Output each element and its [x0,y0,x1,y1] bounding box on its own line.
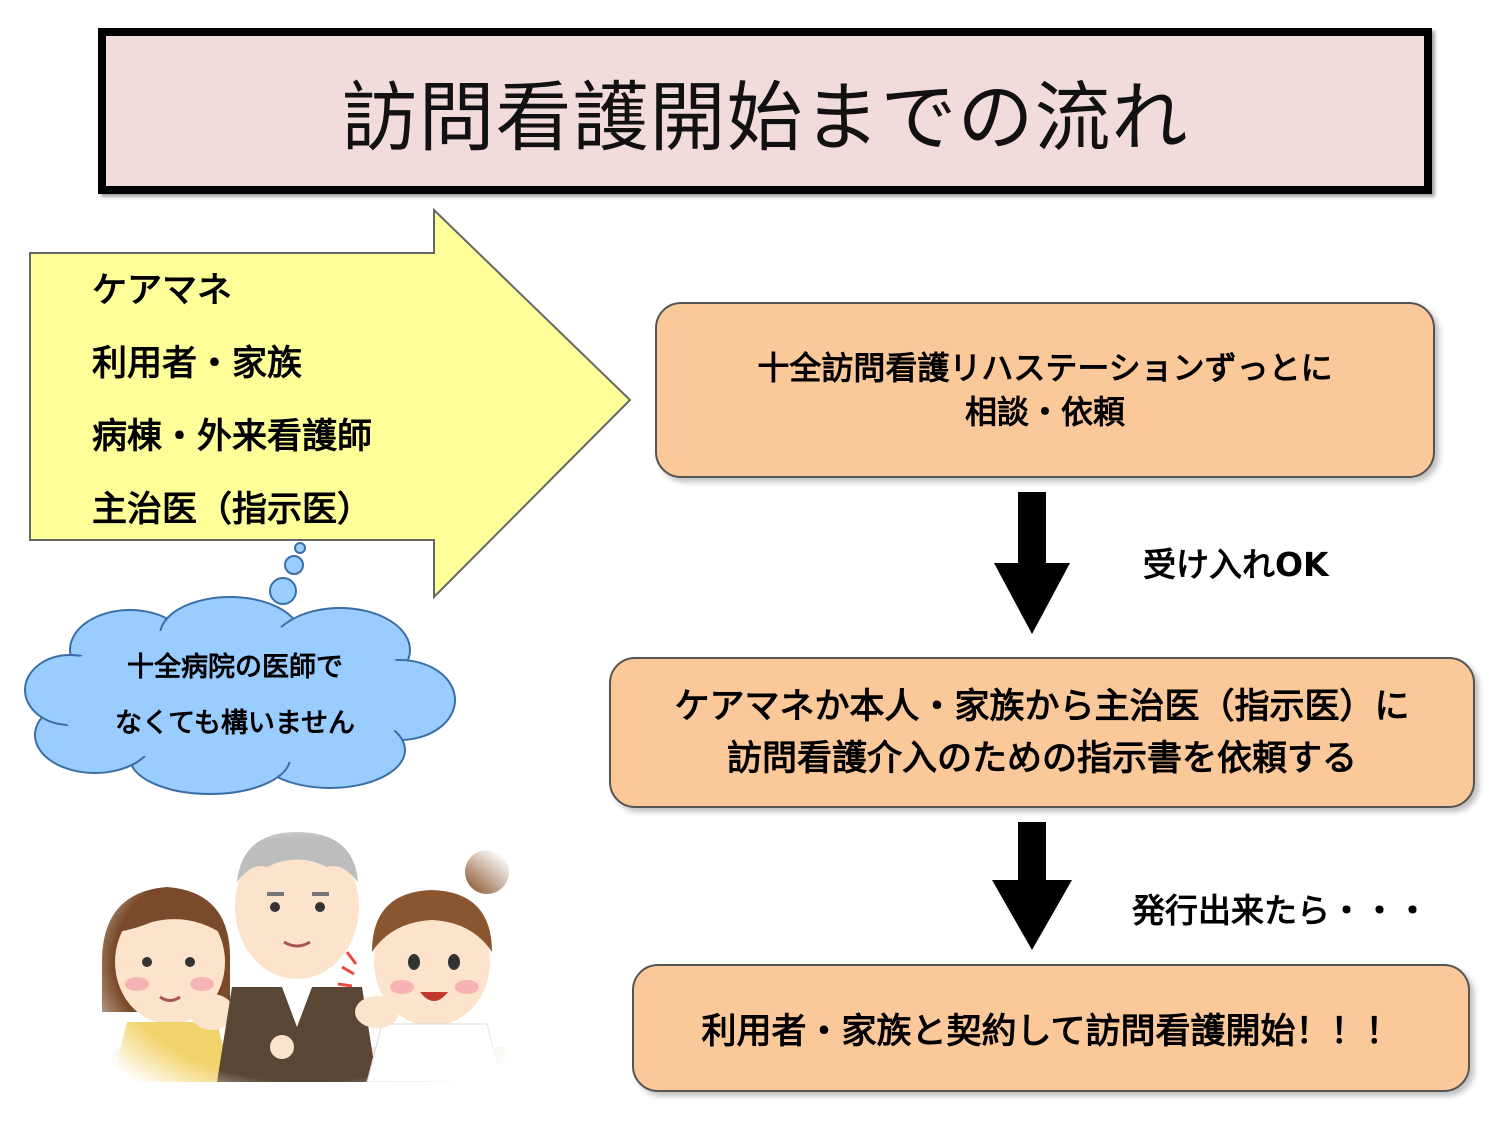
source-item-user-family: 利用者・家族 [92,344,303,383]
step3-line1: 利用者・家族と契約して訪問看護開始！！！ [701,1011,1401,1052]
source-item-doctor: 主治医（指示医） [92,490,373,529]
step1-line2: 相談・依頼 [964,393,1125,431]
step-consult: 十全訪問看護リハステーションずっとに 相談・依頼 [655,302,1435,478]
source-item-nurse: 病棟・外来看護師 [92,417,373,456]
cloud-note-line1: 十全病院の医師で [127,652,343,683]
step2-line2: 訪問看護介入のための指示書を依頼する [726,738,1357,779]
source-list: ケアマネ 利用者・家族 病棟・外来看護師 主治医（指示医） [92,262,372,554]
page-title: 訪問看護開始までの流れ [341,73,1189,162]
step1-line1: 十全訪問看護リハステーションずっとに [757,349,1333,387]
down-arrow-1 [994,492,1070,634]
step-request-instructions: ケアマネか本人・家族から主治医（指示医）に 訪問看護介入のための指示書を依頼する [609,657,1475,808]
step-contract-start: 利用者・家族と契約して訪問看護開始！！！ [632,964,1470,1092]
people-illustration [92,812,522,1082]
arrow-label-issued: 発行出来たら・・・ [1132,891,1429,930]
cloud-note: 十全病院の医師で なくても構いません [70,640,400,752]
title-banner: 訪問看護開始までの流れ [98,28,1432,194]
cloud-note-line2: なくても構いません [114,708,356,739]
source-item-care-manager: ケアマネ [92,271,233,310]
arrow-label-accepted: 受け入れOK [1143,545,1329,584]
step2-line1: ケアマネか本人・家族から主治医（指示医）に [674,686,1410,727]
down-arrow-2 [992,822,1072,950]
